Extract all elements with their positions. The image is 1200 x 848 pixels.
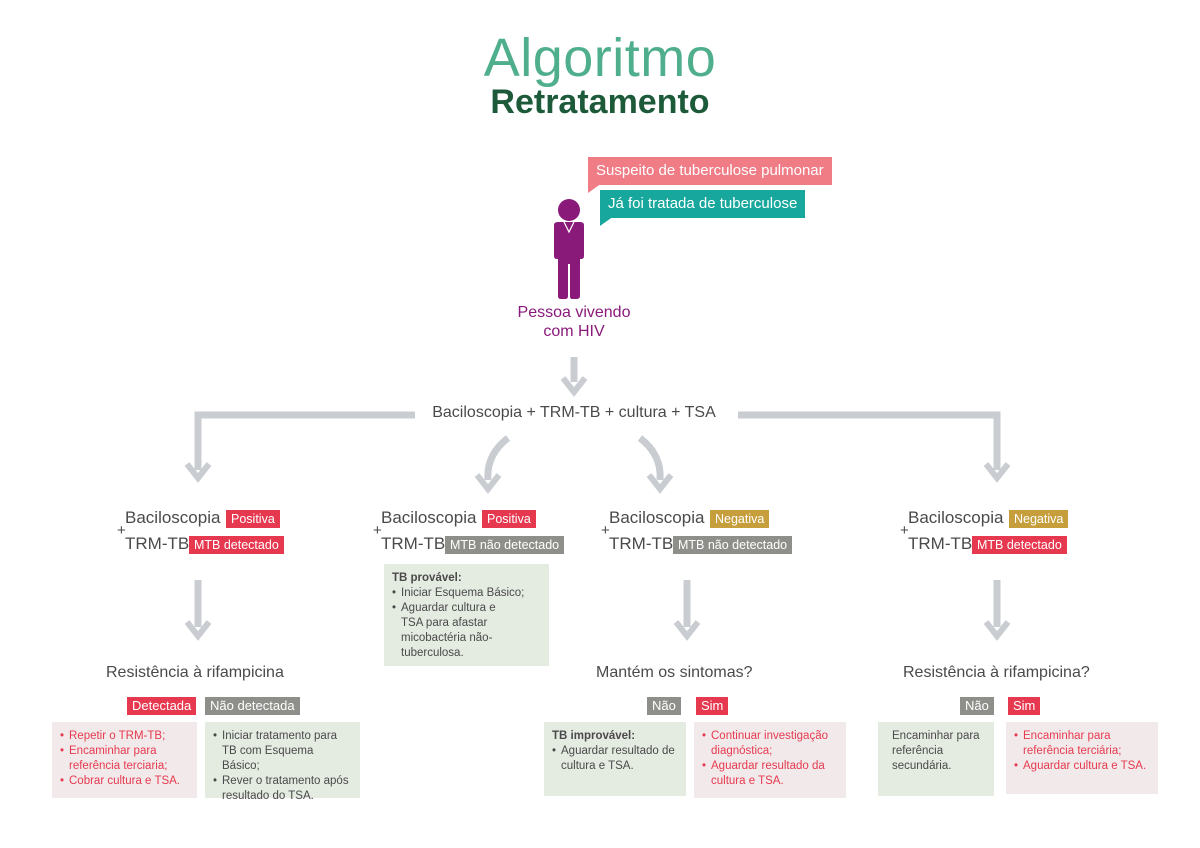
- branch-2-box: TB provável: Iniciar Esquema Básico; Agu…: [384, 564, 549, 666]
- list-item: Rever o tratamento após resultado do TSA…: [213, 774, 352, 804]
- bubble-previously-treated: Já foi tratada de tuberculose: [600, 190, 806, 218]
- branch-3-box-yes: Continuar investigação diagnóstica; Agua…: [694, 722, 846, 798]
- branch-3-bac-result: Negativa: [710, 510, 770, 528]
- branch-3-trm-result: MTB não detectado: [673, 536, 793, 554]
- branch-4-opt-no: Não: [960, 697, 994, 715]
- bubble-suspect-tail: [588, 183, 602, 193]
- branch-4-opt-yes: Sim: [1008, 697, 1041, 715]
- bubble-suspect: Suspeito de tuberculose pulmonar: [588, 157, 832, 185]
- branch-1-box-not-detected: Iniciar tratamento para TB com Esquema B…: [205, 722, 360, 802]
- list-item: Aguardar cultura e TSA.: [1014, 759, 1150, 774]
- branch-1-bac-result: Positiva: [226, 510, 280, 528]
- arrow-branch-2: [484, 435, 511, 481]
- branch-4-trm-label: TRM-TB: [908, 534, 973, 553]
- branch-1-box-detected: Repetir o TRM-TB; Encaminhar para referê…: [52, 722, 197, 798]
- branch-4-box-no: Encaminhar para referência secundária.: [878, 722, 994, 796]
- list-item: Aguardar resultado da cultura e TSA.: [702, 759, 838, 789]
- branch-1-opt-not-detected: Não detectada: [205, 697, 300, 715]
- person-label-line1: Pessoa vivendo: [517, 304, 631, 321]
- branch-3-opt-yes: Sim: [696, 697, 729, 715]
- bubble-treated-tail: [600, 216, 614, 226]
- branch-4-bac-result: Negativa: [1009, 510, 1069, 528]
- branch-3-bac-label: Baciloscopia: [609, 508, 705, 527]
- list-item: Aguardar cultura e TSA para afastar mico…: [392, 601, 541, 661]
- list-item: Aguardar resultado de cultura e TSA.: [552, 744, 678, 774]
- branch-4-trm-result: MTB detectado: [972, 536, 1067, 554]
- branch-1-question: Resistência à rifampicina: [106, 664, 284, 681]
- person-label-line2: com HIV: [543, 323, 605, 340]
- arrowhead-person: [560, 376, 588, 397]
- branch-2-trm-result: MTB não detectado: [445, 536, 565, 554]
- list-item: Iniciar Esquema Básico;: [392, 586, 541, 601]
- title-line2: Retratamento: [490, 83, 710, 121]
- person-icon: [554, 199, 584, 299]
- branch-2-trm-label: TRM-TB: [381, 534, 446, 553]
- branch-4-box-yes: Encaminhar para referência terciária; Ag…: [1006, 722, 1158, 794]
- list-item: Encaminhar para referência terciária;: [1014, 729, 1150, 759]
- arrow-branch-4: [738, 411, 1001, 470]
- branch-3-question: Mantém os sintomas?: [596, 664, 753, 681]
- branch-4-question: Resistência à rifampicina?: [903, 664, 1090, 681]
- branch-1-trm-label: TRM-TB: [125, 534, 190, 553]
- branch-4-box-no-text: Encaminhar para referência secundária.: [892, 730, 980, 772]
- branch-2-bac-label: Baciloscopia: [381, 508, 477, 527]
- person-label: Pessoa vivendo com HIV: [494, 303, 654, 341]
- list-item: Cobrar cultura e TSA.: [60, 774, 189, 789]
- arrow-branch-1: [194, 411, 415, 470]
- branch-1-plus: +: [117, 522, 126, 539]
- branch-1-opt-detected: Detectada: [127, 697, 197, 715]
- title-line1: Algoritmo: [483, 28, 717, 88]
- branch-3-box-no: TB improvável: Aguardar resultado de cul…: [544, 722, 686, 796]
- branch-3-box-no-head: TB improvável:: [552, 730, 636, 742]
- list-item: Iniciar tratamento para TB com Esquema B…: [213, 729, 352, 774]
- branch-2-plus: +: [373, 522, 382, 539]
- list-item: Continuar investigação diagnóstica;: [702, 729, 838, 759]
- branch-3-trm-label: TRM-TB: [609, 534, 674, 553]
- list-item: Encaminhar para referência terciaria;: [60, 744, 189, 774]
- list-item: Repetir o TRM-TB;: [60, 729, 189, 744]
- branch-1-bac-label: Baciloscopia: [125, 508, 221, 527]
- arrow-branch-3: [637, 435, 664, 481]
- branch-3-opt-no: Não: [647, 697, 681, 715]
- tests-label: Baciloscopia + TRM-TB + cultura + TSA: [432, 404, 716, 421]
- branch-2-bac-result: Positiva: [482, 510, 536, 528]
- branch-1-trm-result: MTB detectado: [189, 536, 284, 554]
- branch-3-plus: +: [601, 522, 610, 539]
- branch-2-box-head: TB provável:: [392, 572, 462, 584]
- branch-4-bac-label: Baciloscopia: [908, 508, 1004, 527]
- branch-4-plus: +: [900, 522, 909, 539]
